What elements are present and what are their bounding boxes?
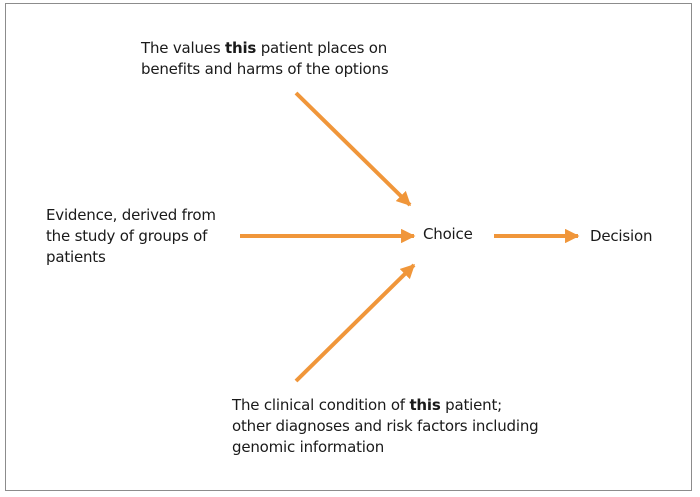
values-to-choice-arrow: [294, 91, 412, 207]
clinical-suffix: patient;: [440, 396, 502, 414]
values-emphasis: this: [225, 39, 257, 57]
clinical-line3: genomic information: [232, 438, 385, 456]
evidence-line3: patients: [46, 248, 106, 266]
values-line2: benefits and harms of the options: [141, 60, 389, 78]
values-prefix: The values: [141, 39, 226, 57]
clinical-line2: other diagnoses and risk factors includi…: [232, 417, 539, 435]
clinical-node: The clinical condition of this patient; …: [232, 395, 539, 458]
clinical-prefix: The clinical condition of: [232, 396, 410, 414]
diagram-frame: [5, 3, 692, 491]
choice-node: Choice: [423, 225, 473, 243]
clinical-to-choice-arrow: [294, 263, 416, 383]
clinical-emphasis: this: [409, 396, 441, 414]
values-node: The values this patient places on benefi…: [141, 38, 389, 80]
values-suffix: patient places on: [256, 39, 388, 57]
evidence-node: Evidence, derived from the study of grou…: [46, 205, 216, 268]
evidence-line2: the study of groups of: [46, 227, 208, 245]
evidence-line1: Evidence, derived from: [46, 206, 216, 224]
decision-node: Decision: [590, 227, 653, 245]
